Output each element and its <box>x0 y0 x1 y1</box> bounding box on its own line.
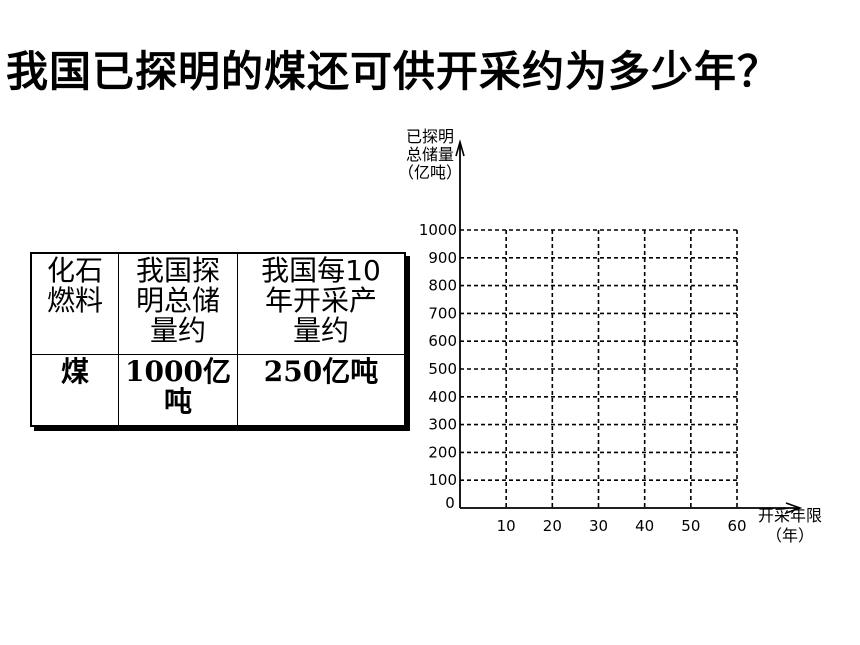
cell-production: 250亿吨 <box>237 354 406 427</box>
y-axis-label: 已探明总储量（亿吨） <box>398 127 462 182</box>
y-tick-label: 100 <box>428 471 457 489</box>
x-axis-label: 开采年限（年） <box>758 506 822 545</box>
y-tick-label: 600 <box>428 332 457 350</box>
y-tick-label: 800 <box>428 277 457 295</box>
header-fuel-label: 化石 燃料 <box>46 254 103 317</box>
y-tick-label: 200 <box>428 443 457 461</box>
y-tick-label: 500 <box>428 360 457 378</box>
y-tick-label: 300 <box>428 416 457 434</box>
x-axis-arrow-icon <box>785 502 803 514</box>
x-tick-label: 60 <box>727 517 746 535</box>
x-tick-label: 20 <box>543 517 562 535</box>
table-row: 煤 1000亿 吨 250亿吨 <box>30 354 406 427</box>
y-tick-label: 1000 <box>419 221 457 239</box>
y-tick-label: 900 <box>428 249 457 267</box>
origin-label: 0 <box>445 494 455 512</box>
header-cell-production: 我国每10 年开采产 量约 <box>237 252 406 355</box>
y-tick-label: 400 <box>428 388 457 406</box>
header-cell-fuel: 化石 燃料 <box>30 252 119 355</box>
y-axis-arrow-icon <box>455 139 465 157</box>
page-title: 我国已探明的煤还可供开采约为多少年？ <box>6 47 781 96</box>
x-tick-label: 30 <box>589 517 608 535</box>
table-header-row: 化石 燃料 我国探 明总储 量约 我国每10 年开采产 量约 <box>30 252 406 355</box>
cell-reserves: 1000亿 吨 <box>118 354 238 427</box>
header-cell-reserves: 我国探 明总储 量约 <box>118 252 238 355</box>
fossil-fuel-table: 化石 燃料 我国探 明总储 量约 我国每10 年开采产 量约 煤 1000亿 吨… <box>30 252 406 427</box>
cell-fuel-value: 煤 <box>60 355 89 388</box>
x-tick-label: 10 <box>497 517 516 535</box>
cell-reserves-value: 1000亿 吨 <box>125 355 231 418</box>
x-tick-label: 40 <box>635 517 654 535</box>
header-production-label: 我国每10 年开采产 量约 <box>261 254 381 347</box>
cell-fuel: 煤 <box>30 354 119 427</box>
header-reserves-label: 我国探 明总储 量约 <box>135 254 220 347</box>
cell-production-value: 250亿吨 <box>263 355 379 388</box>
y-tick-label: 700 <box>428 304 457 322</box>
x-tick-label: 50 <box>681 517 700 535</box>
